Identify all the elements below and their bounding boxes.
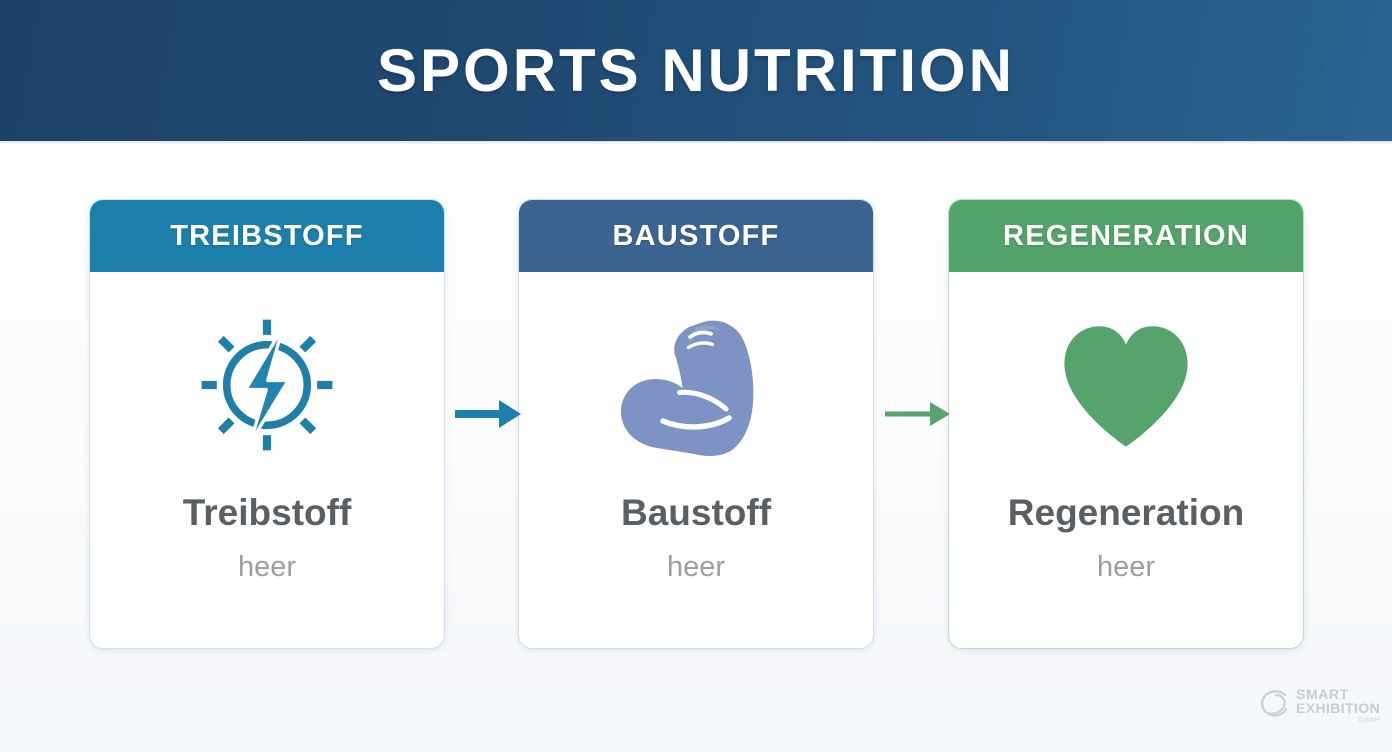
watermark-text: SMART EXHIBITION GmbH [1296,687,1380,725]
watermark-line-1: SMART [1296,686,1349,702]
card-header-label: TREIBSTOFF [170,219,364,252]
card-title: Baustoff [620,492,772,533]
card-title: Treibstoff [182,492,352,533]
card-regeneration[interactable]: REGENERATION Regeneration heer [948,199,1304,649]
card-header-treibstoff: TREIBSTOFF [90,200,444,272]
card-subtitle: heer [666,551,726,583]
watermark-logo: SMART EXHIBITION GmbH [1258,680,1388,732]
card-treibstoff[interactable]: TREIBSTOFF [89,199,445,649]
card-body-regeneration: Regeneration heer [949,272,1303,648]
arrow-right-icon-1 [455,392,523,436]
card-header-label: REGENERATION [1003,219,1249,252]
card-header-baustoff: BAUSTOFF [519,200,873,272]
card-title: Regeneration [1007,492,1245,533]
card-body-baustoff: Baustoff heer [519,272,873,648]
heart-icon [1056,272,1196,498]
cards-row: TREIBSTOFF [0,199,1392,651]
flexed-bicep-icon [612,272,780,498]
watermark-line-3: GmbH [1358,717,1381,724]
card-header-label: BAUSTOFF [612,219,780,252]
card-header-regeneration: REGENERATION [949,200,1303,272]
header-banner: SPORTS NUTRITION [0,0,1392,141]
swirl-logo-icon [1258,687,1292,726]
page-title: SPORTS NUTRITION [376,36,1015,104]
watermark-line-2: EXHIBITION [1296,700,1381,716]
card-subtitle: heer [1096,551,1156,583]
card-subtitle: heer [237,551,297,583]
card-body-treibstoff: Treibstoff heer [90,272,444,648]
arrow-right-icon-2 [885,392,953,436]
energy-bolt-icon [191,272,343,498]
card-baustoff[interactable]: BAUSTOFF Baustoff heer [518,199,874,649]
